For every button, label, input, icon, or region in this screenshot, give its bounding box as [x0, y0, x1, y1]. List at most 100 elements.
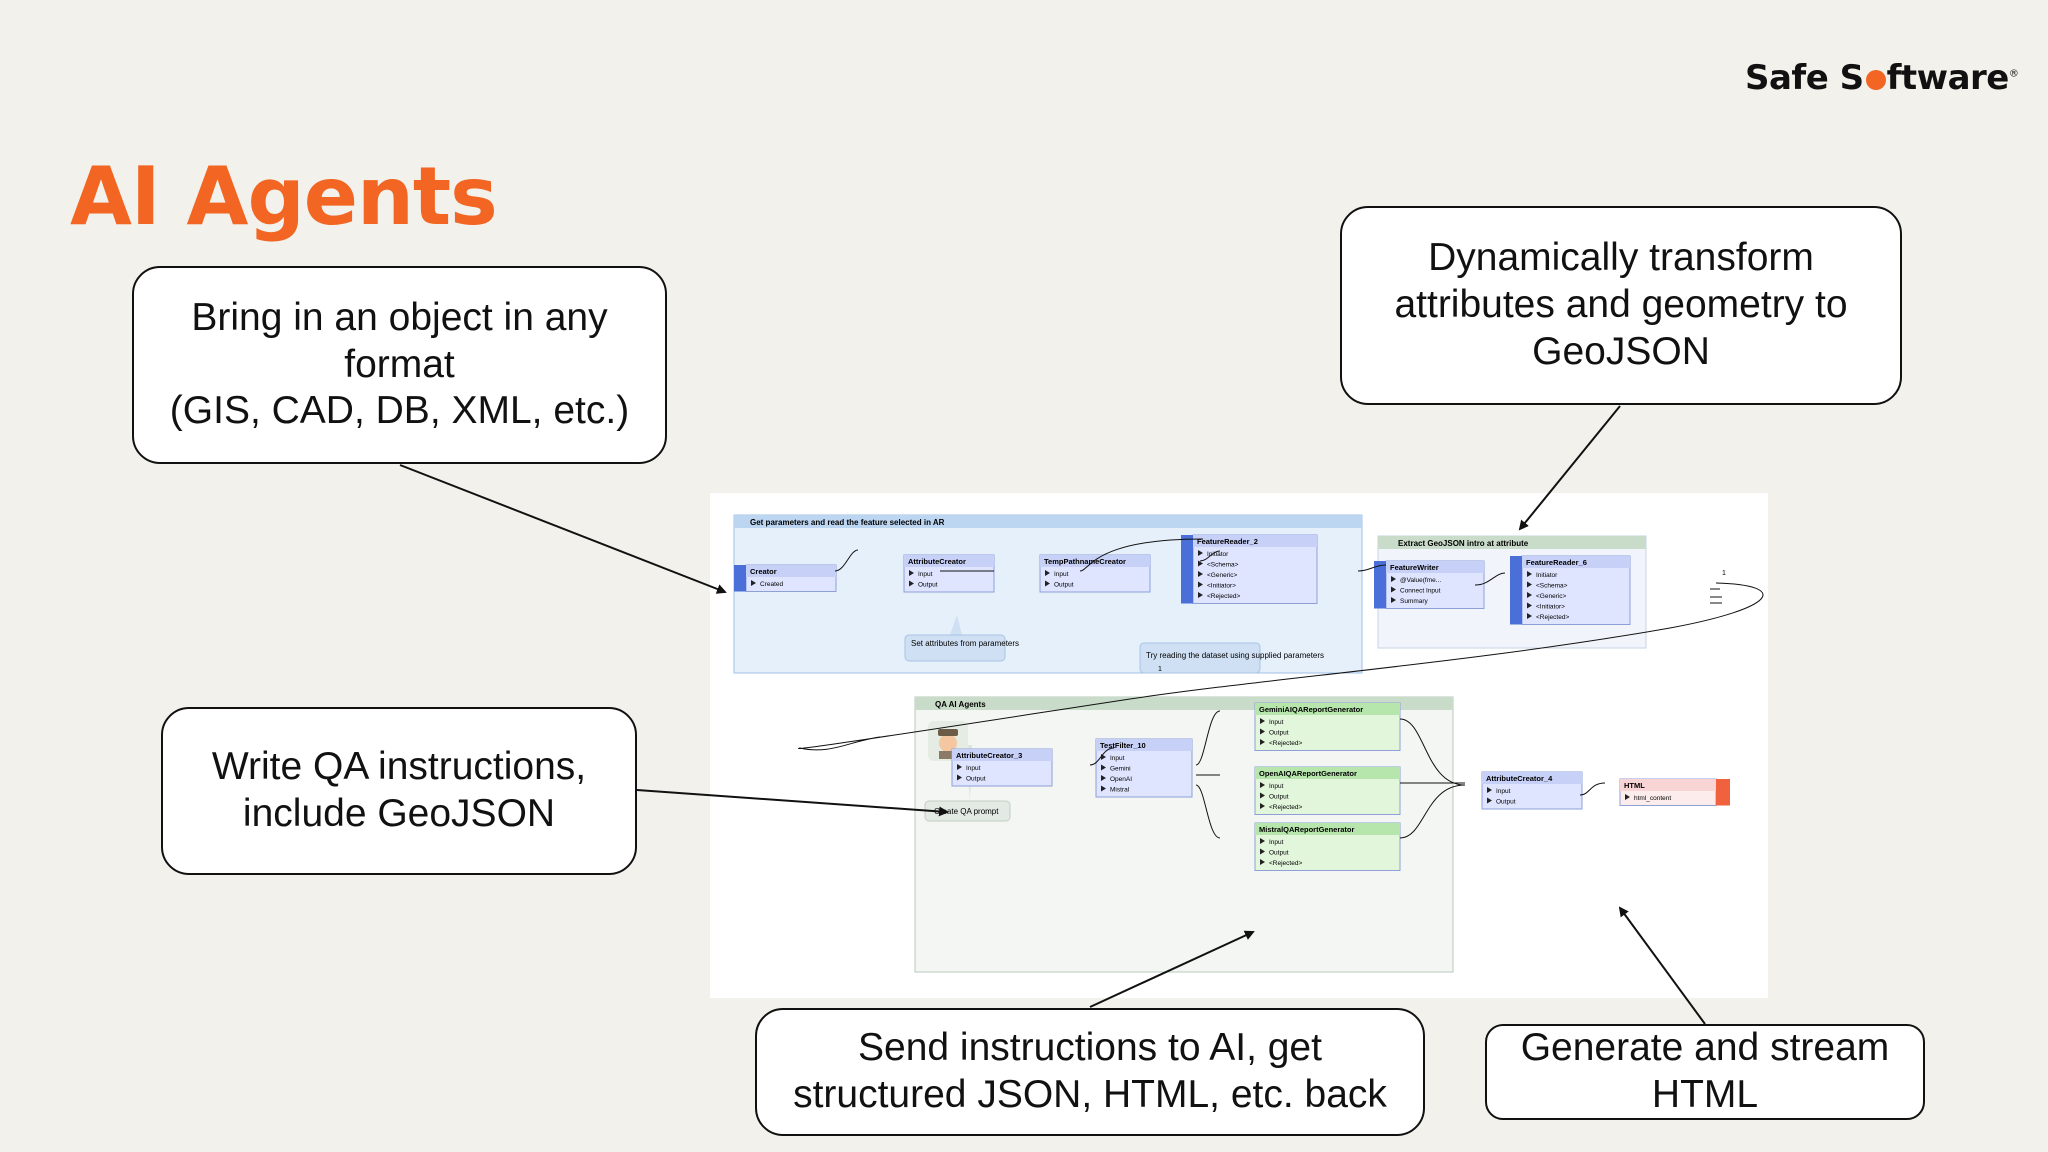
port-arrow-icon [1198, 550, 1203, 556]
port-label[interactable]: Output [1054, 582, 1074, 589]
callout-send: Send instructions to AI, get structured … [755, 1008, 1425, 1136]
port-label[interactable]: @Value(fme... [1400, 577, 1441, 584]
transformer-writer[interactable]: FeatureWriter@Value(fme...Connect InputS… [1374, 560, 1485, 609]
port-label[interactable]: Input [1054, 571, 1069, 578]
transformer-name: MistralQAReportGenerator [1259, 825, 1355, 834]
svg-text:1: 1 [1722, 570, 1726, 577]
annotation-read: Try reading the dataset using supplied p… [1139, 642, 1324, 674]
port-label[interactable]: Input [1269, 839, 1284, 846]
port-label[interactable]: <Schema> [1536, 583, 1568, 590]
port-label[interactable]: <Generic> [1207, 572, 1238, 579]
port-arrow-icon [1260, 718, 1265, 724]
annotation-attr: Set attributes from parameters [904, 615, 1019, 662]
port-arrow-icon [751, 580, 756, 586]
port-label[interactable]: <Rejected> [1269, 804, 1302, 811]
port-label[interactable]: Input [1110, 755, 1125, 762]
transformer-name: FeatureReader_6 [1526, 558, 1587, 567]
port-arrow-icon [1101, 775, 1106, 781]
port-label[interactable]: Output [1269, 794, 1289, 801]
transformer-name: FeatureReader_2 [1197, 537, 1258, 546]
port-arrow-icon [1260, 848, 1265, 855]
slide-title: AI Agents [70, 150, 498, 243]
port-label[interactable]: <Generic> [1536, 593, 1567, 600]
port-arrow-icon [1391, 576, 1396, 582]
reader-icon [734, 565, 746, 592]
port-arrow-icon [1391, 586, 1396, 593]
writer-icon [1374, 561, 1386, 609]
bookmark-extract-label: Extract GeoJSON intro at attribute [1398, 539, 1529, 548]
port-label[interactable]: Output [918, 582, 938, 589]
port-label[interactable]: Output [966, 776, 986, 783]
logo-dot-icon [1865, 70, 1886, 90]
transformer-name: OpenAIQAReportGenerator [1259, 769, 1357, 778]
arrow-transform [1518, 405, 1621, 531]
arrow-send [1089, 930, 1255, 1008]
port-arrow-icon [1260, 739, 1265, 745]
arrow-bring-in [399, 464, 727, 594]
transformer-name: AttributeCreator_4 [1486, 774, 1553, 783]
svg-text:Try reading the dataset using: Try reading the dataset using supplied p… [1146, 651, 1324, 660]
port-arrow-icon [1527, 613, 1532, 619]
transformer-name: TempPathnameCreator [1044, 557, 1126, 566]
port-arrow-icon [957, 764, 962, 770]
port-label[interactable]: Gemini [1110, 766, 1131, 773]
transformer-html[interactable]: HTML html_content [1619, 778, 1730, 806]
port-arrow-icon [1198, 571, 1203, 577]
callout-write-qa: Write QA instructions, include GeoJSON [161, 707, 637, 875]
reader-icon [1181, 535, 1193, 604]
port-label[interactable]: Initiator [1536, 572, 1558, 579]
port-label[interactable]: Output [1496, 799, 1516, 806]
arrow-write-qa [636, 789, 949, 817]
port-label[interactable]: Initiator [1207, 551, 1229, 558]
reader-icon [1510, 556, 1522, 625]
port-label[interactable]: <Rejected> [1269, 740, 1302, 747]
port-arrow-icon [1198, 560, 1203, 567]
port-label[interactable]: <Initiator> [1207, 583, 1236, 590]
port-label[interactable]: Summary [1400, 598, 1429, 605]
port-arrow-icon [1045, 570, 1050, 576]
callout-transform: Dynamically transform attributes and geo… [1340, 206, 1902, 405]
port-label[interactable]: <Schema> [1207, 562, 1239, 569]
html-writer-icon [1716, 779, 1730, 806]
transformer-name: HTML [1624, 781, 1645, 790]
bookmark-qa-label: QA AI Agents [935, 700, 986, 709]
port-arrow-icon [909, 580, 914, 587]
port-label[interactable]: Mistral [1110, 787, 1130, 794]
port-label[interactable]: <Rejected> [1269, 860, 1302, 867]
port-label[interactable]: Input [966, 765, 981, 772]
port-label[interactable]: Output [1269, 730, 1289, 737]
bookmark-read-label: Get parameters and read the feature sele… [750, 518, 945, 527]
port-label[interactable]: <Rejected> [1536, 614, 1569, 621]
port-label[interactable]: Input [1496, 788, 1511, 795]
port-arrow-icon [1045, 580, 1050, 587]
port-label[interactable]: Connect Input [1400, 588, 1441, 595]
port-arrow-icon [1101, 785, 1106, 792]
port-label[interactable]: Output [1269, 850, 1289, 857]
port-arrow-icon [1625, 794, 1630, 800]
port-label[interactable]: <Rejected> [1207, 593, 1240, 600]
workspace-canvas[interactable]: Get parameters and read the feature sele… [710, 493, 1768, 998]
port-label[interactable]: html_content [1634, 795, 1671, 802]
port-arrow-icon [957, 774, 962, 781]
port-label[interactable]: <Initiator> [1536, 604, 1565, 611]
port-label[interactable]: OpenAI [1110, 776, 1132, 783]
port-label[interactable]: Input [1269, 783, 1284, 790]
transformer-gemini[interactable]: GeminiAIQAReportGeneratorInputOutput<Rej… [1254, 702, 1401, 751]
port-label[interactable]: Input [918, 571, 933, 578]
port-label[interactable]: Created [760, 581, 784, 588]
port-arrow-icon [1260, 859, 1265, 865]
port-label[interactable]: Input [1269, 719, 1284, 726]
port-arrow-icon [1260, 803, 1265, 809]
